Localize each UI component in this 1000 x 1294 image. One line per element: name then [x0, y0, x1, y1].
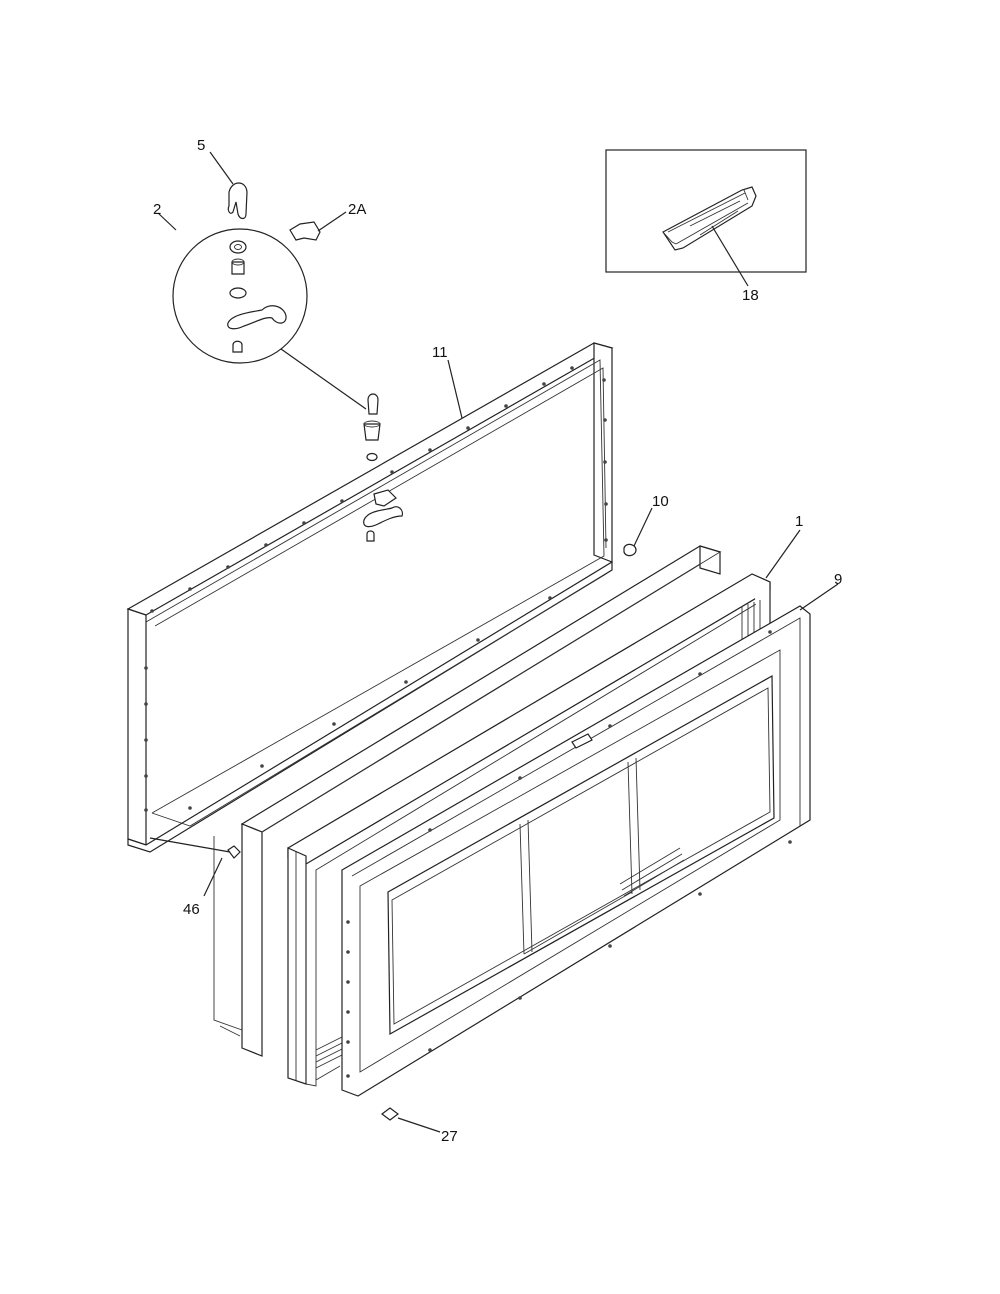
- leader-9: [799, 583, 839, 611]
- leader-2: [157, 212, 177, 231]
- part-5-hinge-cover: 5: [197, 137, 248, 220]
- detail-screw-cap: [229, 240, 247, 254]
- part-18-hinge-bracket: [662, 186, 757, 251]
- leader-1: [765, 529, 801, 579]
- callout-2: 2: [153, 201, 161, 218]
- part-2a-clip: 2A: [289, 201, 366, 241]
- callout-5: 5: [197, 137, 205, 154]
- gasket-corner-mesh: [315, 1035, 345, 1069]
- lid-hinge-assembly: [363, 393, 403, 542]
- callout-46: 46: [183, 901, 200, 918]
- detail-bushing: [231, 258, 245, 275]
- lid-screw-holes: [144, 366, 608, 812]
- hinge-detail-circle: 2: [153, 201, 308, 364]
- detail-hinge-arm: [227, 305, 287, 330]
- inset-box-part-18: 18: [605, 149, 807, 304]
- callout-2a: 2A: [348, 201, 366, 218]
- leader-11: [447, 359, 463, 419]
- callout-9: 9: [834, 571, 842, 588]
- part-9-inner-liner: 9: [341, 571, 842, 1097]
- part-46-screw: 46: [149, 837, 241, 918]
- part-11-outer-lid: 11: [126, 342, 614, 853]
- callout-11: 11: [432, 344, 448, 361]
- leader-detail-to-hinge: [280, 348, 367, 410]
- detail-washer: [229, 287, 247, 299]
- part-1-gasket: 1: [287, 513, 803, 1087]
- callout-27: 27: [441, 1128, 458, 1145]
- callout-18: 18: [742, 287, 759, 304]
- leader-18: [711, 225, 749, 287]
- part-27-screw: 27: [381, 1107, 458, 1145]
- detail-pin: [232, 340, 243, 353]
- liner-screw-holes: [346, 630, 792, 1078]
- callout-10: 10: [652, 493, 669, 510]
- part-10-screw: 10: [623, 493, 669, 557]
- lid-insulation-block: [213, 545, 722, 1057]
- callout-1: 1: [795, 513, 803, 530]
